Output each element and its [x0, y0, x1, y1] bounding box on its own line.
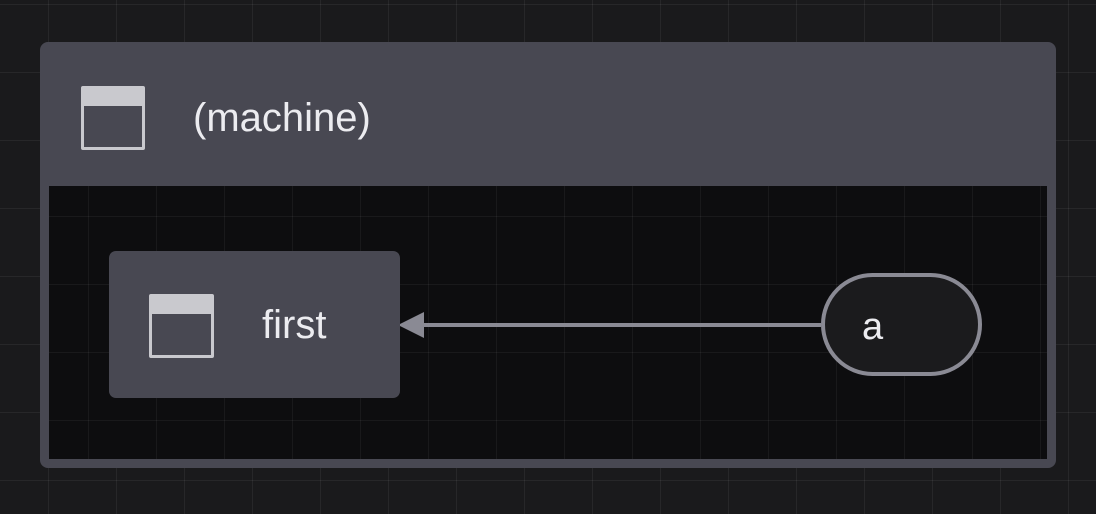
transition-arrowhead: [398, 312, 424, 338]
state-label-first: first: [262, 303, 327, 347]
event-label-a: a: [862, 306, 884, 348]
machine-state-icon: [81, 86, 145, 150]
first-state-icon: [149, 294, 214, 358]
machine-header: (machine): [40, 42, 1056, 186]
event-node-a[interactable]: a: [821, 273, 982, 376]
machine-title: (machine): [193, 96, 371, 140]
state-node-first[interactable]: first: [109, 251, 400, 398]
